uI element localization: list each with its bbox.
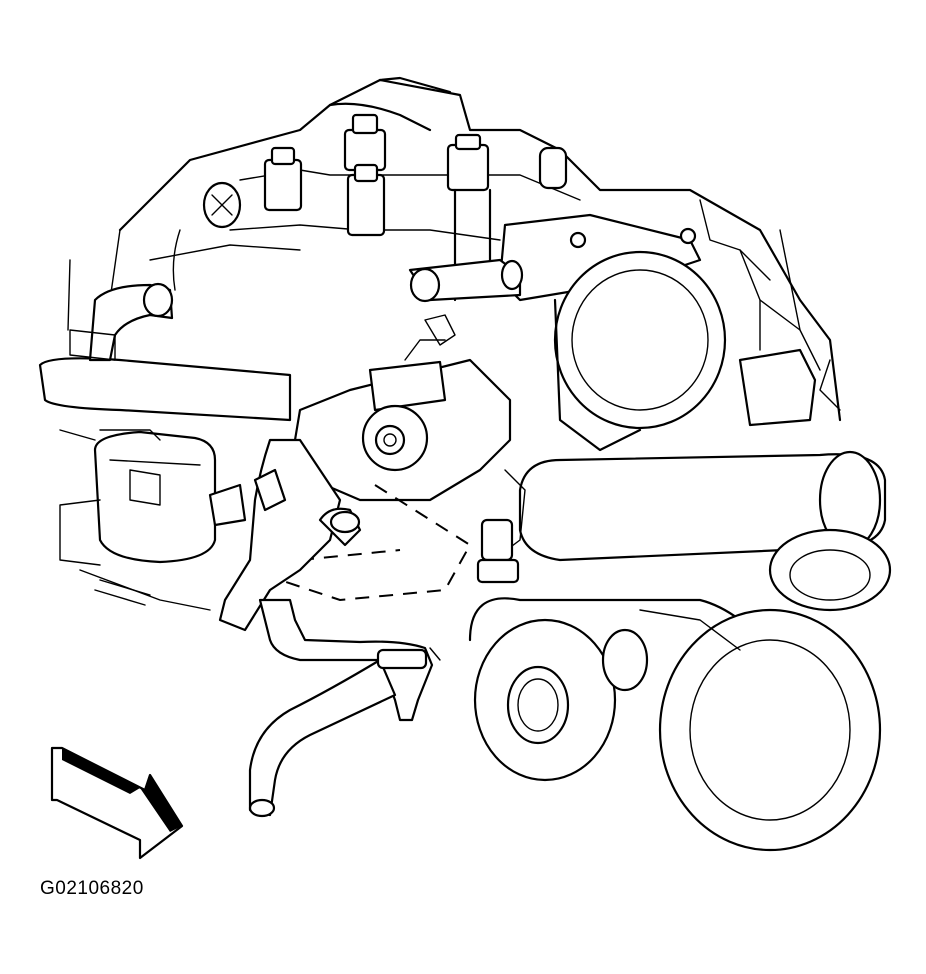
figure-reference-code: G02106820 bbox=[40, 878, 144, 899]
thermostat-housing bbox=[288, 339, 512, 502]
engine-line-illustration bbox=[38, 76, 892, 860]
throttle-linkage bbox=[738, 229, 841, 427]
heater-outlet-hose bbox=[248, 598, 441, 818]
throttle-body bbox=[498, 213, 727, 452]
lower-coolant-hose bbox=[218, 438, 362, 632]
vacuum-fitting bbox=[408, 258, 524, 346]
left-accessory-canister bbox=[59, 429, 247, 611]
accessory-pulleys bbox=[468, 528, 892, 852]
coolant-bypass-outline bbox=[279, 484, 472, 602]
upper-radiator-hose bbox=[476, 450, 887, 584]
fuel-injectors bbox=[202, 113, 568, 302]
front-direction-arrow bbox=[50, 746, 184, 860]
upper-left-hose bbox=[38, 229, 292, 422]
